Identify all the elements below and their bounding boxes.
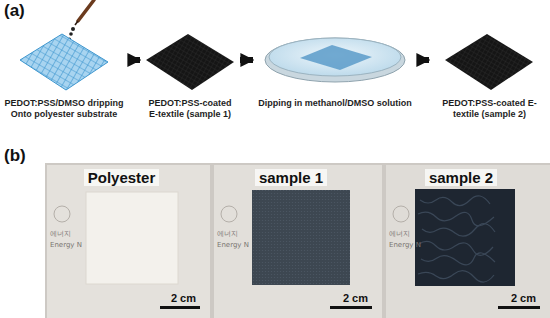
panel-label: (a) <box>4 1 25 21</box>
polyester-substrate <box>20 34 108 90</box>
scale-bar <box>160 306 540 309</box>
scale-label: 2 cm <box>171 292 196 304</box>
process-arrow <box>417 57 429 63</box>
watermark-text: 에너지 <box>217 229 238 239</box>
photo-backdrop <box>45 163 550 318</box>
petri-dish <box>265 38 405 82</box>
process-step: PEDOT:PSS-coated E-textile (sample 1) <box>143 22 237 119</box>
photo-label: Polyester <box>84 169 160 186</box>
photo-paper <box>214 165 382 318</box>
watermark-text: 에너지 <box>50 229 71 239</box>
pipette-icon <box>68 0 94 41</box>
watermark-text: Energy N <box>50 241 82 249</box>
process-step: Dipping in methanol/DMSO solution <box>256 22 414 109</box>
coated-textile <box>146 34 234 90</box>
scale-label: 2 cm <box>511 292 536 304</box>
photo-label: sample 1 <box>255 169 327 186</box>
photo-paper <box>47 165 210 318</box>
step-caption: Dipping in methanol/DMSO solution <box>256 98 414 109</box>
scale-label: 2 cm <box>343 292 368 304</box>
step-caption: PEDOT:PSS-coated E-textile (sample 1) <box>143 98 237 119</box>
watermark-text: Energy N <box>389 241 421 249</box>
polyester-fabric <box>86 192 178 284</box>
process-arrow <box>128 57 140 63</box>
coated-textile <box>445 34 533 90</box>
step-caption: PEDOT:PSS/DMSO dripping Onto polyester s… <box>3 98 125 119</box>
process-step: PEDOT:PSS-coated E-textile (sample 2) <box>432 22 547 119</box>
photo-label: sample 2 <box>425 169 497 186</box>
watermark-text: Energy N <box>217 241 249 249</box>
panel-label: (b) <box>4 146 26 166</box>
watermark-text: 에너지 <box>389 229 410 239</box>
step-caption: PEDOT:PSS-coated E-textile (sample 2) <box>432 98 547 119</box>
process-arrow <box>240 57 253 63</box>
sample1-fabric <box>252 190 350 285</box>
process-step: PEDOT:PSS/DMSO dripping Onto polyester s… <box>3 22 125 119</box>
sample2-fabric <box>415 189 515 286</box>
photo-paper <box>386 165 550 318</box>
